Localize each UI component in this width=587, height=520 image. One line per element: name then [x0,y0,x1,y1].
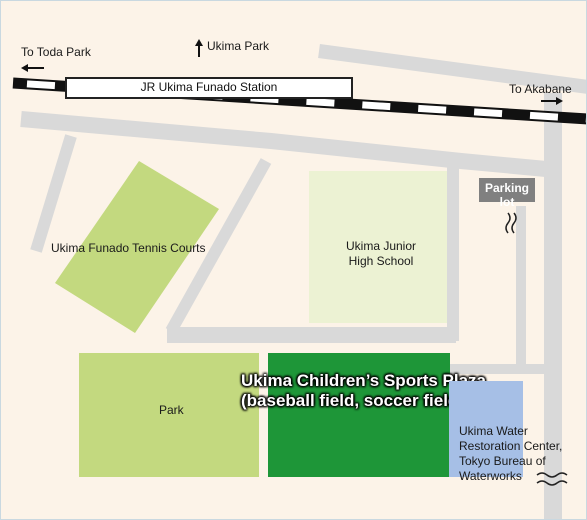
tennis-courts-label: Ukima Funado Tennis Courts [51,241,206,255]
road-top-right [318,44,586,94]
water-center-area [449,381,523,477]
station-label: JR Ukima Funado Station [140,80,278,94]
park-label: Park [159,403,184,417]
arrow-left-icon [21,64,44,72]
to-akabane-label: To Akabane [509,82,572,96]
station-building [65,77,353,99]
parking-lot-area [479,178,535,202]
arrow-right-icon [541,97,563,105]
sports-plaza-area [268,353,450,477]
ukima-park-label: Ukima Park [207,39,270,53]
direction-arrows [21,39,563,105]
sports-plaza-title-line2: (baseball field, soccer field) [241,391,464,410]
junior-high-area [309,171,447,323]
sports-plaza-title-line1: Ukima Children’s Sports Plaza [241,371,486,390]
sports-plaza-title: Ukima Children’s Sports Plaza (baseball … [241,371,486,411]
junior-high-label: Ukima Junior High School [345,239,417,268]
road-center-diagonal [165,158,272,334]
water-center-label: Ukima Water Restoration Center, Tokyo Bu… [459,424,563,483]
park-area [79,353,259,477]
road-left-diagonal [30,134,77,253]
arrow-up-icon [195,39,203,57]
to-toda-park-label: To Toda Park [21,45,91,59]
parking-lot-label: Parking lot [484,181,529,209]
wavy-lines-icon [536,472,568,486]
wavy-lines-icon [505,212,517,234]
road-main-diagonal [20,111,547,177]
